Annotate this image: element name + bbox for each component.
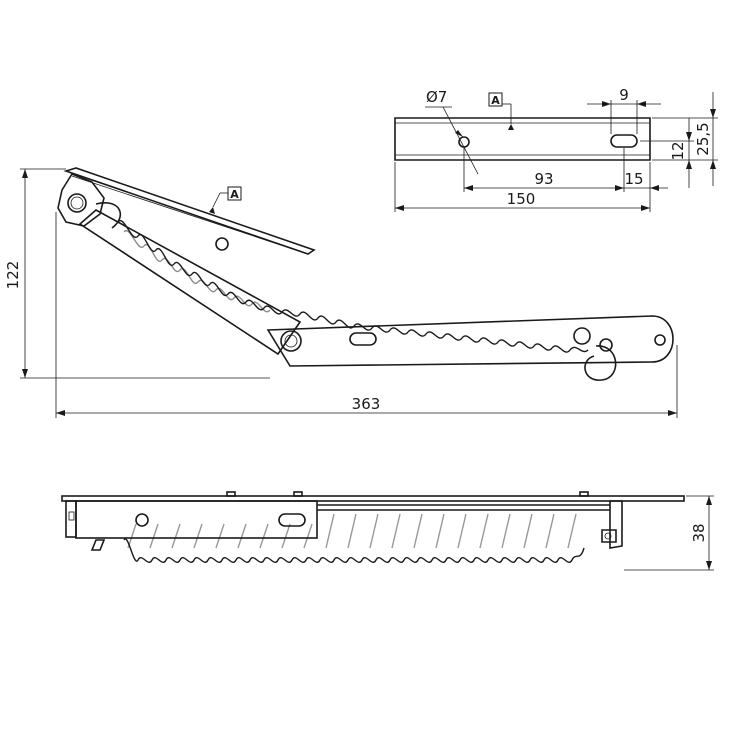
detail-plate-view: A Ø7 9 93 15 150: [394, 86, 718, 212]
lower-bar-hole: [654, 334, 666, 346]
dim-hole-diameter: Ø7: [426, 88, 447, 106]
side-spring: [123, 513, 585, 563]
side-view-closed: 38: [61, 491, 714, 571]
upper-arm: [78, 209, 302, 356]
main-spring: [117, 219, 589, 353]
left-pivot: [67, 193, 87, 213]
dim-length-total: 363: [352, 395, 381, 413]
side-top-plate: [61, 495, 685, 502]
detail-marker-plate: A: [491, 94, 500, 107]
dim-plate-height: 25,5: [694, 122, 712, 155]
dim-height-side: 38: [690, 523, 708, 542]
side-main-bar: [75, 500, 318, 539]
detail-marker-main: A: [230, 188, 239, 201]
spring-hook-right: [584, 345, 617, 381]
arm-pivot: [280, 330, 302, 352]
lower-bar: [266, 315, 674, 367]
side-bar-slot: [278, 513, 306, 527]
plate-hole: [458, 136, 470, 148]
side-right-bracket: [609, 500, 623, 549]
top-plate: [63, 167, 316, 255]
dim-height-total: 122: [4, 261, 22, 290]
dim-slot-offset-vertical: 12: [669, 141, 687, 160]
side-bar-hole: [135, 513, 149, 527]
dim-plate-length: 150: [507, 190, 536, 208]
detail-marker-box-main: [227, 186, 242, 201]
plate-slot: [610, 134, 638, 148]
dim-slot-width: 9: [619, 86, 629, 104]
lower-bar-slot: [349, 332, 377, 346]
dim-hole-to-slot: 93: [534, 170, 553, 188]
spring-hook-left: [95, 202, 122, 229]
dim-slot-to-end: 15: [624, 170, 643, 188]
plate-outline: [394, 117, 651, 161]
side-left-block: [65, 500, 77, 538]
main-view-open: A 122: [4, 167, 678, 418]
detail-marker-box-plate: [488, 92, 503, 107]
